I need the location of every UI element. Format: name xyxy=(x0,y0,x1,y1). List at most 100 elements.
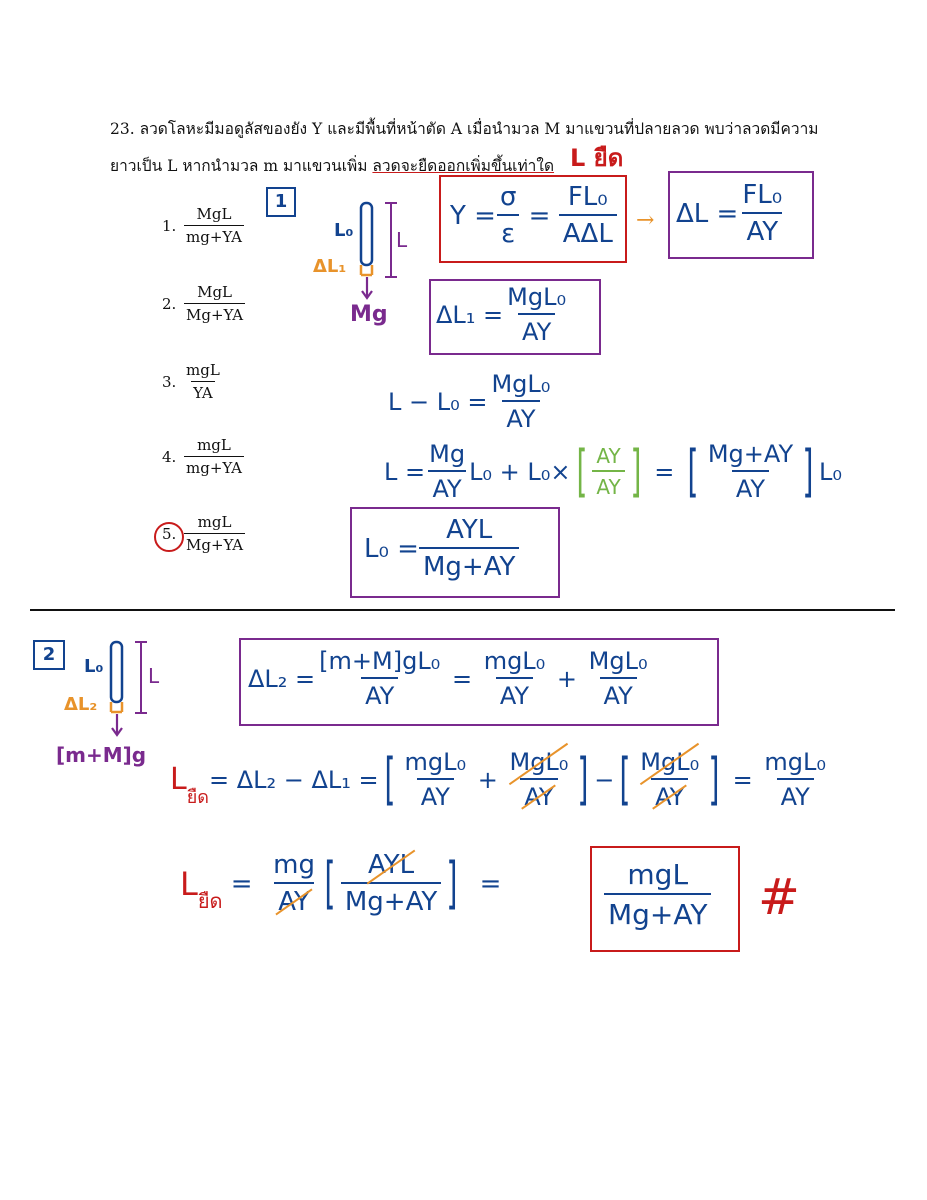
wire-body xyxy=(359,201,374,267)
arrow-icon: → xyxy=(636,208,655,233)
delta-L1-box xyxy=(429,279,601,355)
young-top: FL₀ xyxy=(567,182,608,212)
dL2-b2: AY xyxy=(495,677,534,710)
dL2-b1: AY xyxy=(361,677,399,710)
ext-b3: AY xyxy=(651,778,689,811)
eq4-rbot: AY xyxy=(731,470,770,503)
delta-L2-box xyxy=(239,638,719,726)
label-L: L xyxy=(396,228,408,252)
eq4-mid: L₀ + L₀× xyxy=(469,457,571,486)
choice-num: 1. xyxy=(162,216,177,235)
delta-L-box xyxy=(668,171,814,259)
question-line-2a: ยาวเป็น L หากนำมวล m มาแขวนเพิ่ม xyxy=(110,157,373,175)
step-1-badge: 1 xyxy=(266,187,296,217)
choice-3[interactable]: 3. mgL YA xyxy=(162,361,222,402)
choice-1[interactable]: 1. MgL mg+YA xyxy=(162,205,244,246)
fin-sub: ยืด xyxy=(197,889,223,913)
fin-b2: Mg+AY xyxy=(340,882,442,917)
eq3-lhs: L − L₀ = xyxy=(388,387,488,416)
dL1-lhs: ΔL₁ = xyxy=(436,300,504,329)
eq3-bot: AY xyxy=(502,400,540,433)
wire-diagram-2 xyxy=(109,640,147,737)
ext-b1: AY xyxy=(416,778,454,811)
choice-num: 3. xyxy=(162,372,177,391)
choice-bottom: mg+YA xyxy=(184,456,244,477)
section-divider xyxy=(30,609,895,611)
eq4-top: Mg xyxy=(429,440,466,468)
eq5-bot: Mg+AY xyxy=(418,547,520,582)
fin-lhs: L xyxy=(180,864,198,903)
question-line-2: ยาวเป็น L หากนำมวล m มาแขวนเพิ่ม ลวดจะยื… xyxy=(110,153,554,178)
choice-bottom: YA xyxy=(191,381,215,402)
dL2-b3: AY xyxy=(599,677,637,710)
ans-top: mgL xyxy=(627,858,689,891)
eq5-top: AYL xyxy=(446,515,493,545)
young-modulus-box xyxy=(439,175,627,263)
label-dL1: ΔL₁ xyxy=(313,256,347,277)
ext-t2: MgL₀ xyxy=(505,748,572,778)
young-bot: AΔL xyxy=(558,214,617,249)
choice-4[interactable]: 4. mgL mg+YA xyxy=(162,436,244,477)
ext-rb: AY xyxy=(776,778,814,811)
choice-bottom: mg+YA xyxy=(184,225,244,246)
dL2-t1: [m+M]gL₀ xyxy=(319,647,441,675)
question-line-1: 23. ลวดโลหะมีมอดูลัสของยัง Y และมีพื้นที… xyxy=(110,120,819,138)
dL2-t3: MgL₀ xyxy=(588,647,648,675)
choice-top: MgL xyxy=(197,283,233,301)
eq4-lhs: L = xyxy=(384,457,426,486)
eq5-lhs: L₀ = xyxy=(364,533,419,564)
dL2-lhs: ΔL₂ = xyxy=(248,664,316,693)
question-annotation: L ยืด xyxy=(570,144,624,172)
choice-top: MgL xyxy=(196,205,232,223)
selected-answer-circle xyxy=(154,522,184,552)
label-L0: L₀ xyxy=(334,220,354,241)
label-force-mM: [m+M]g xyxy=(56,743,147,767)
ext-lhs: L xyxy=(170,762,187,797)
wire-body xyxy=(109,640,124,704)
wire-diagram-1 xyxy=(359,201,397,300)
choice-top: mgL xyxy=(186,361,220,379)
young-lhs: Y = xyxy=(450,200,496,231)
eq4-tail: L₀ xyxy=(818,457,842,486)
young-strain: ε xyxy=(497,214,520,249)
dL-top: FL₀ xyxy=(742,180,783,210)
dL1-bot: AY xyxy=(518,313,556,346)
eq4-bot: AY xyxy=(428,470,466,503)
step-2-badge: 2 xyxy=(33,640,65,670)
dL-bot: AY xyxy=(742,212,783,247)
choice-bottom: Mg+YA xyxy=(184,533,246,554)
choice-top: mgL xyxy=(197,436,231,454)
choice-top: mgL xyxy=(197,513,232,531)
eq4-ay-bot: AY xyxy=(592,470,625,499)
ext-rt: mgL₀ xyxy=(764,748,827,776)
dL2-t2: mgL₀ xyxy=(483,647,546,675)
L0-result-box xyxy=(350,507,560,598)
ext-t1: mgL₀ xyxy=(404,748,467,776)
label-L0-2: L₀ xyxy=(84,656,104,677)
ext-eq: = ΔL₂ − ΔL₁ = xyxy=(208,765,379,794)
ext-t3: MgL₀ xyxy=(636,748,703,778)
label-L-2: L xyxy=(148,664,160,688)
choice-num: 2. xyxy=(162,294,177,313)
choice-num: 4. xyxy=(162,447,177,466)
fin-t2: AYL xyxy=(364,850,418,882)
eq4-ay-top: AY xyxy=(596,444,621,468)
fin-b1: AY xyxy=(274,882,314,917)
young-stress: σ xyxy=(499,182,517,212)
label-force-Mg: Mg xyxy=(350,302,388,327)
ext-sub: ยืด xyxy=(186,787,209,808)
dL-lhs: ΔL = xyxy=(676,198,739,229)
ext-b2: AY xyxy=(520,778,558,811)
final-answer-box xyxy=(590,846,740,952)
ans-bot: Mg+AY xyxy=(604,893,712,931)
